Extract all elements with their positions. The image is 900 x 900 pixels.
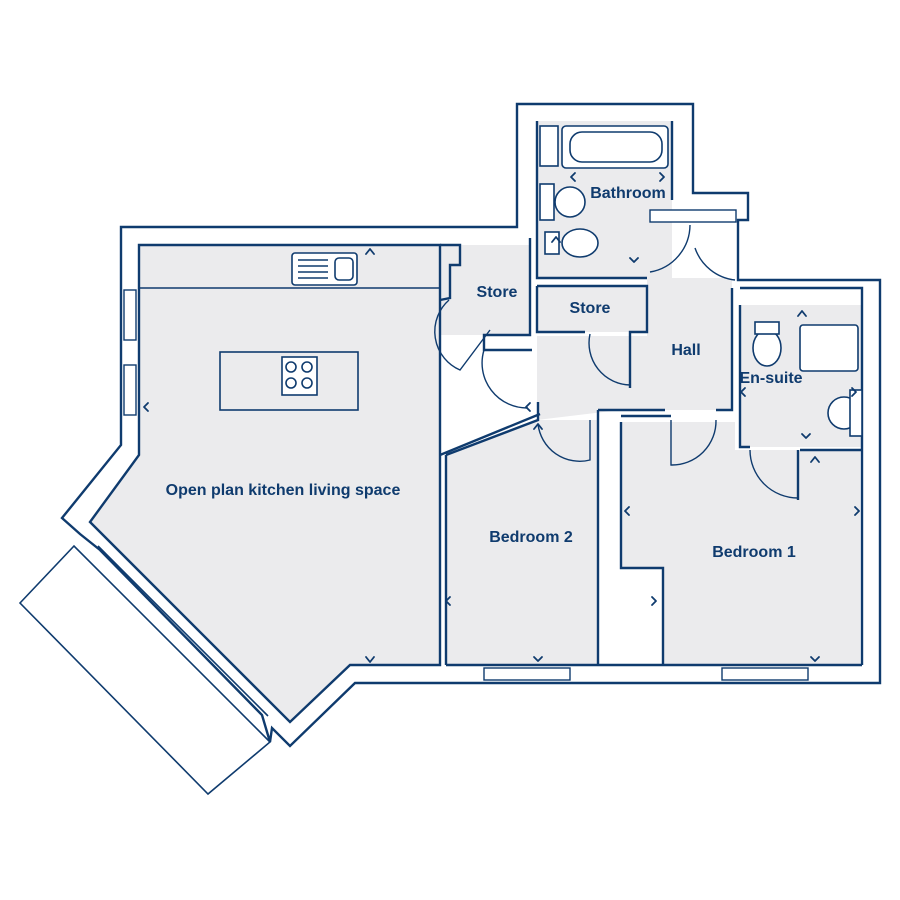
- kitchen-fixtures: [139, 252, 440, 411]
- windows: [97, 209, 809, 717]
- chevron-up-icon: [797, 310, 807, 317]
- chevron-up-icon: [365, 248, 375, 255]
- chevron-down-icon: [533, 656, 543, 662]
- chevron-down-icon: [365, 656, 375, 663]
- room-label-store-2: Store: [570, 300, 611, 317]
- chevron-down-icon: [629, 257, 639, 263]
- chevron-left-icon: [445, 596, 451, 606]
- toilet-icon: [561, 228, 599, 258]
- chevron-left-icon: [740, 387, 746, 397]
- toilet-icon: [752, 329, 782, 367]
- room-label-bathroom: Bathroom: [590, 185, 666, 202]
- walls: [60, 102, 882, 748]
- room-label-store-1: Store: [477, 284, 518, 301]
- chevron-left-icon: [624, 506, 630, 516]
- chevron-up-icon: [533, 423, 543, 430]
- room-label-bedroom-1: Bedroom 1: [712, 544, 796, 561]
- chevron-left-icon: [525, 402, 531, 412]
- basin-icon: [554, 186, 586, 218]
- chevron-right-icon: [854, 506, 860, 516]
- chevron-down-icon: [810, 656, 820, 662]
- room-label-bedroom-2: Bedroom 2: [489, 529, 573, 546]
- chevron-right-icon: [651, 596, 657, 606]
- room-label-hall: Hall: [671, 342, 700, 359]
- door-swings: [434, 224, 799, 499]
- chevron-down-icon: [801, 433, 811, 439]
- chevron-left-icon: [570, 172, 576, 182]
- room-label-ensuite: En-suite: [739, 370, 802, 387]
- dimension-markers: [143, 172, 860, 663]
- chevron-right-icon: [659, 172, 665, 182]
- floor-area: [90, 121, 862, 722]
- shower-tray-icon: [799, 324, 859, 372]
- bathroom-fixtures: [539, 125, 669, 258]
- chevron-left-icon: [143, 402, 149, 412]
- chevron-up-icon: [810, 456, 820, 463]
- chevron-right-icon: [851, 387, 857, 397]
- ensuite-fixtures: [752, 321, 863, 437]
- room-label-living: Open plan kitchen living space: [166, 482, 401, 499]
- chevron-up-icon: [551, 236, 561, 243]
